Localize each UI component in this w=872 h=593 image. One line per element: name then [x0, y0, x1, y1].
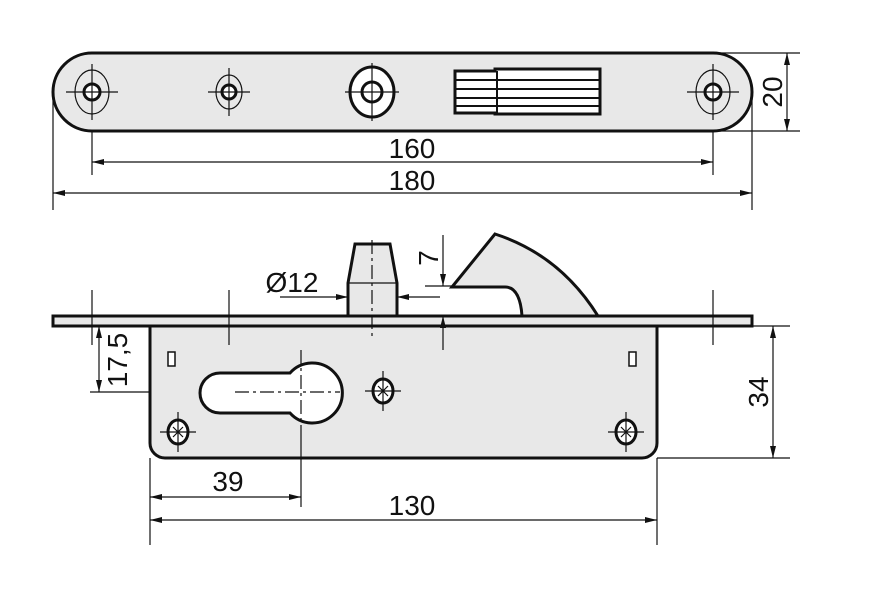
pin-hole: [345, 63, 399, 121]
hook-bolt: [448, 232, 601, 318]
dimension-label: 20: [757, 76, 788, 107]
screw-hole-2: [208, 68, 250, 116]
screw-icon: [160, 412, 196, 452]
locking-pin: [346, 242, 399, 318]
dimension-label: 7: [413, 250, 444, 266]
dimension-label: 130: [389, 490, 436, 521]
dimension-180: 180: [52, 92, 753, 210]
screw-hole-1: [66, 64, 118, 120]
dimension-20: 20: [713, 52, 800, 132]
dimension-39: 39: [149, 435, 658, 545]
dimension-label: 180: [389, 165, 436, 196]
dimension-160: 160: [91, 131, 714, 175]
dimension-pin-diameter: Ø12: [266, 267, 440, 300]
dimension-34: 34: [657, 325, 790, 459]
dimension-label: 39: [212, 466, 243, 497]
dimension-label: 34: [743, 376, 774, 407]
dimension-label: Ø12: [266, 267, 319, 298]
dimension-label: 160: [389, 133, 436, 164]
cylinder-keyhole: [198, 361, 344, 425]
faceplate-front-view: [51, 51, 754, 133]
faceplate-edge: [51, 314, 754, 328]
latch-slot: [453, 67, 602, 116]
dimension-17-5: 17,5: [90, 326, 150, 393]
dimension-7: 7: [413, 235, 452, 350]
screw-hole-3: [687, 64, 739, 120]
dimension-label: 17,5: [102, 333, 133, 388]
screw-icon: [365, 371, 401, 411]
screw-icon: [608, 412, 644, 452]
dimension-130: 130: [150, 490, 657, 523]
lock-body-side-view: [51, 232, 754, 460]
